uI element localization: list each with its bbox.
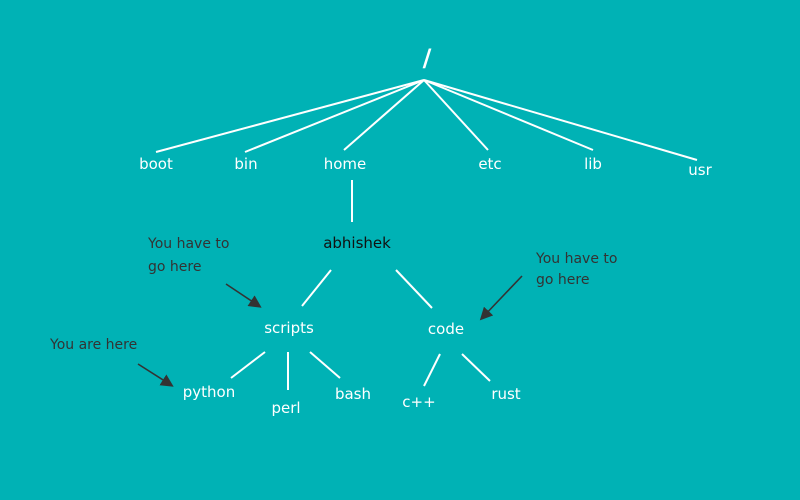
- root-node: /: [423, 44, 432, 72]
- node-abhishek: abhishek: [323, 234, 391, 252]
- edge-root-usr: [423, 79, 698, 161]
- edge-code-rust: [461, 353, 491, 382]
- edge-scripts-bash: [309, 351, 341, 379]
- node-boot: boot: [139, 155, 173, 173]
- arrow-target-left: [225, 283, 262, 308]
- arrow-current: [137, 363, 174, 387]
- edge-root-home: [343, 79, 425, 151]
- edge-scripts-python: [230, 351, 266, 379]
- annotation-current: You are here: [49, 337, 137, 353]
- node-code: code: [428, 320, 464, 338]
- arrow-target-right: [479, 275, 523, 321]
- edge-root-etc: [423, 79, 489, 151]
- annotation-target-right-line2: go here: [536, 272, 589, 288]
- annotation-target-left-line1: You have to: [147, 236, 229, 252]
- node-bash: bash: [335, 385, 371, 403]
- node-rust: rust: [491, 385, 520, 403]
- root-edges: [155, 79, 698, 161]
- edge-code-cpp: [423, 353, 441, 387]
- node-usr: usr: [688, 161, 712, 179]
- edge-abhishek-code: [395, 269, 433, 309]
- node-lib: lib: [584, 155, 602, 173]
- annotation-target-right-line1: You have to: [535, 251, 617, 267]
- node-perl: perl: [271, 399, 300, 417]
- node-etc: etc: [478, 155, 501, 173]
- node-home: home: [324, 155, 367, 173]
- node-cpp: c++: [402, 393, 435, 411]
- node-bin: bin: [234, 155, 257, 173]
- edge-root-boot: [155, 79, 425, 153]
- edge-root-lib: [423, 79, 594, 151]
- annotation-target-left-line2: go here: [148, 259, 201, 275]
- edge-root-bin: [244, 79, 425, 153]
- node-scripts: scripts: [264, 319, 314, 337]
- edge-abhishek-scripts: [301, 269, 332, 307]
- node-python: python: [183, 383, 235, 401]
